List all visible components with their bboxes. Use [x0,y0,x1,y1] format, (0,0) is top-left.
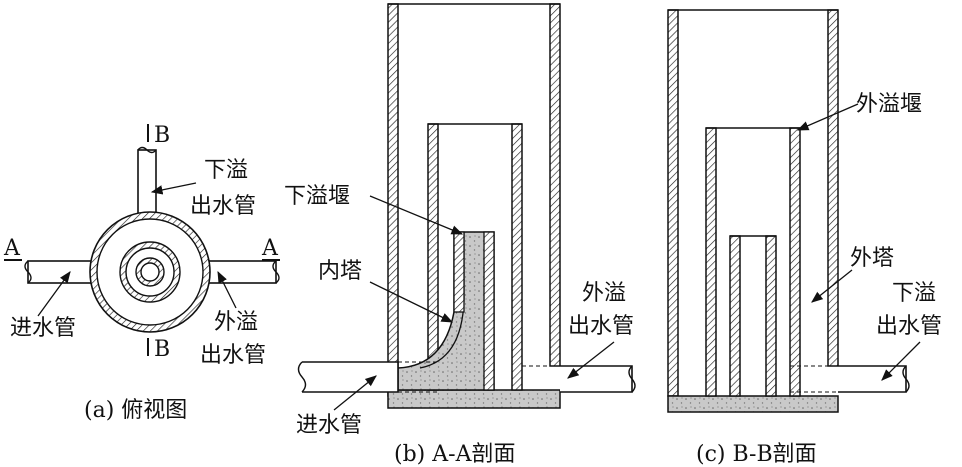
aa-inlet-leader [333,375,377,411]
aa-outer-wall-right [549,3,561,367]
top-inlet-leader [37,271,71,317]
aa-label-overflow-1: 外溢 [582,281,626,306]
top-downflow-pipe [137,149,157,215]
bb-downflow-leader [881,341,921,381]
section-b-top: B [154,123,170,148]
top-label-downflow-1: 下溢 [204,158,248,183]
aa-label-down-weir: 下溢堰 [284,184,350,209]
aa-outer-wall-left [387,3,399,397]
top-label-overflow-1: 外溢 [214,310,258,335]
caption-section-aa: (b) A-A剖面 [394,442,515,467]
top-overflow-leader [217,270,237,309]
bb-inner-wall-right [765,235,777,397]
bb-label-outer-weir: 外溢堰 [856,92,922,117]
aa-inlet-pipe [302,361,399,393]
bb-label-downflow-1: 下溢 [892,281,936,306]
bb-outer-tower-leader [811,269,853,303]
section-b-bottom: B [154,337,170,362]
section-a-right: A [261,236,279,261]
top-view: A A B B 下溢 出水管 进水管 外溢 出水管 (a) 俯视图 [3,123,280,423]
bb-outer-wall-left [667,9,679,397]
bb-label-outer-tower: 外塔 [850,246,894,271]
aa-middle-wall-right [511,123,523,391]
bb-middle-wall-right [789,127,801,397]
top-label-overflow-2: 出水管 [200,343,266,368]
aa-middle-wall-left [427,123,439,391]
top-overflow-pipe-break [272,260,280,284]
caption-top-view: (a) 俯视图 [84,398,187,423]
bb-middle-wall-left [705,127,717,397]
aa-overflow-pipe [560,365,633,393]
bb-inner-wall-left [729,235,741,397]
top-label-downflow-2: 出水管 [190,194,256,219]
top-downflow-leader [150,182,197,195]
caption-section-bb: (c) B-B剖面 [696,442,817,467]
top-downflow-pipe-break [137,146,157,154]
top-label-inlet: 进水管 [10,316,76,341]
aa-label-inner-tower: 内塔 [318,259,362,284]
bb-base-slab [667,395,839,413]
bb-outer-wall-right [827,9,839,367]
bb-downflow-pipe [838,365,907,393]
aa-label-overflow-2: 出水管 [568,314,634,339]
aa-base-slab [387,389,561,409]
bb-outer-weir-leader [796,103,859,131]
section-a-left: A [3,236,21,261]
top-inlet-pipe-break [24,260,32,284]
section-bb: 外溢堰 外塔 下溢 出水管 (c) B-B剖面 [667,9,942,467]
aa-overflow-leader [567,341,615,379]
aa-inner-tower [397,231,495,391]
aa-down-weir-leader [369,195,464,235]
bb-label-downflow-2: 出水管 [876,314,942,339]
section-aa: 下溢堰 内塔 外溢 出水管 进水管 (b) A-A剖面 [284,3,636,467]
aa-inner-tower-leader [369,281,454,323]
aa-label-inlet: 进水管 [296,413,362,438]
